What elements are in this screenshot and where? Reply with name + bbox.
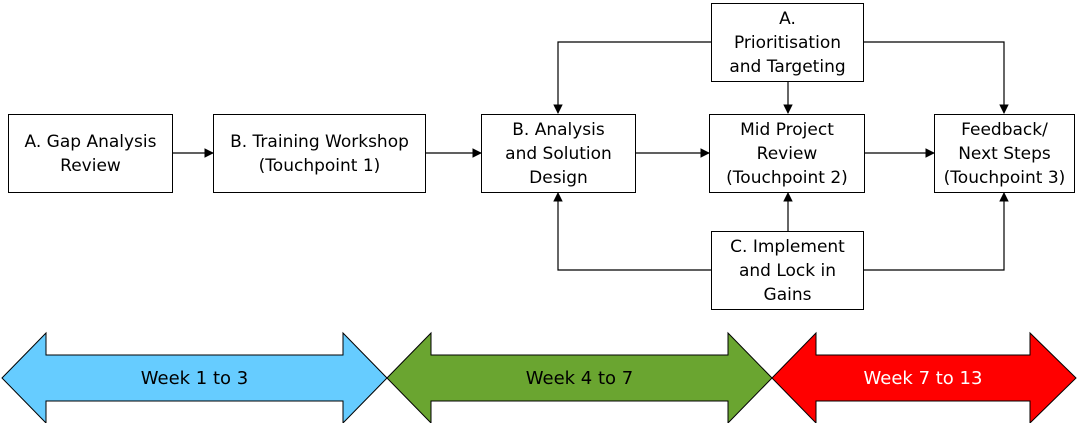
box-analysis-solution-design: B. Analysis and Solution Design xyxy=(481,114,636,193)
timeline-label-week-7-to-13: Week 7 to 13 xyxy=(816,355,1030,401)
box-label: C. Implement and Lock in Gains xyxy=(730,236,845,305)
box-label: Mid Project Review (Touchpoint 2) xyxy=(726,119,848,188)
connector-prioritisation-to-feedback xyxy=(864,41,1009,114)
connector-prioritisation-to-analysis xyxy=(553,41,711,114)
connector-implement-to-analysis xyxy=(553,192,711,271)
box-label: Feedback/ Next Steps (Touchpoint 3) xyxy=(943,119,1066,188)
timeline-label-week-4-to-7: Week 4 to 7 xyxy=(431,355,728,401)
box-label: A. Gap Analysis Review xyxy=(24,131,157,176)
box-training-workshop: B. Training Workshop (Touchpoint 1) xyxy=(213,114,426,193)
timeline-arrow-week-7-to-13 xyxy=(771,331,1077,423)
connector-implement-to-feedback xyxy=(864,192,1009,271)
box-label: B. Analysis and Solution Design xyxy=(505,119,612,188)
box-label: A. Prioritisation and Targeting xyxy=(729,8,846,77)
box-implement-lock-gains: C. Implement and Lock in Gains xyxy=(711,231,864,310)
box-mid-project-review: Mid Project Review (Touchpoint 2) xyxy=(709,114,865,193)
box-label: B. Training Workshop (Touchpoint 1) xyxy=(230,131,409,176)
timeline-label-text: Week 4 to 7 xyxy=(525,367,634,389)
timeline-label-text: Week 7 to 13 xyxy=(863,367,983,389)
timeline-label-week-1-to-3: Week 1 to 3 xyxy=(46,355,343,401)
box-feedback-next-steps: Feedback/ Next Steps (Touchpoint 3) xyxy=(934,114,1075,193)
box-gap-analysis-review: A. Gap Analysis Review xyxy=(8,114,173,193)
box-prioritisation-targeting: A. Prioritisation and Targeting xyxy=(711,3,864,82)
timeline-label-text: Week 1 to 3 xyxy=(140,367,249,389)
